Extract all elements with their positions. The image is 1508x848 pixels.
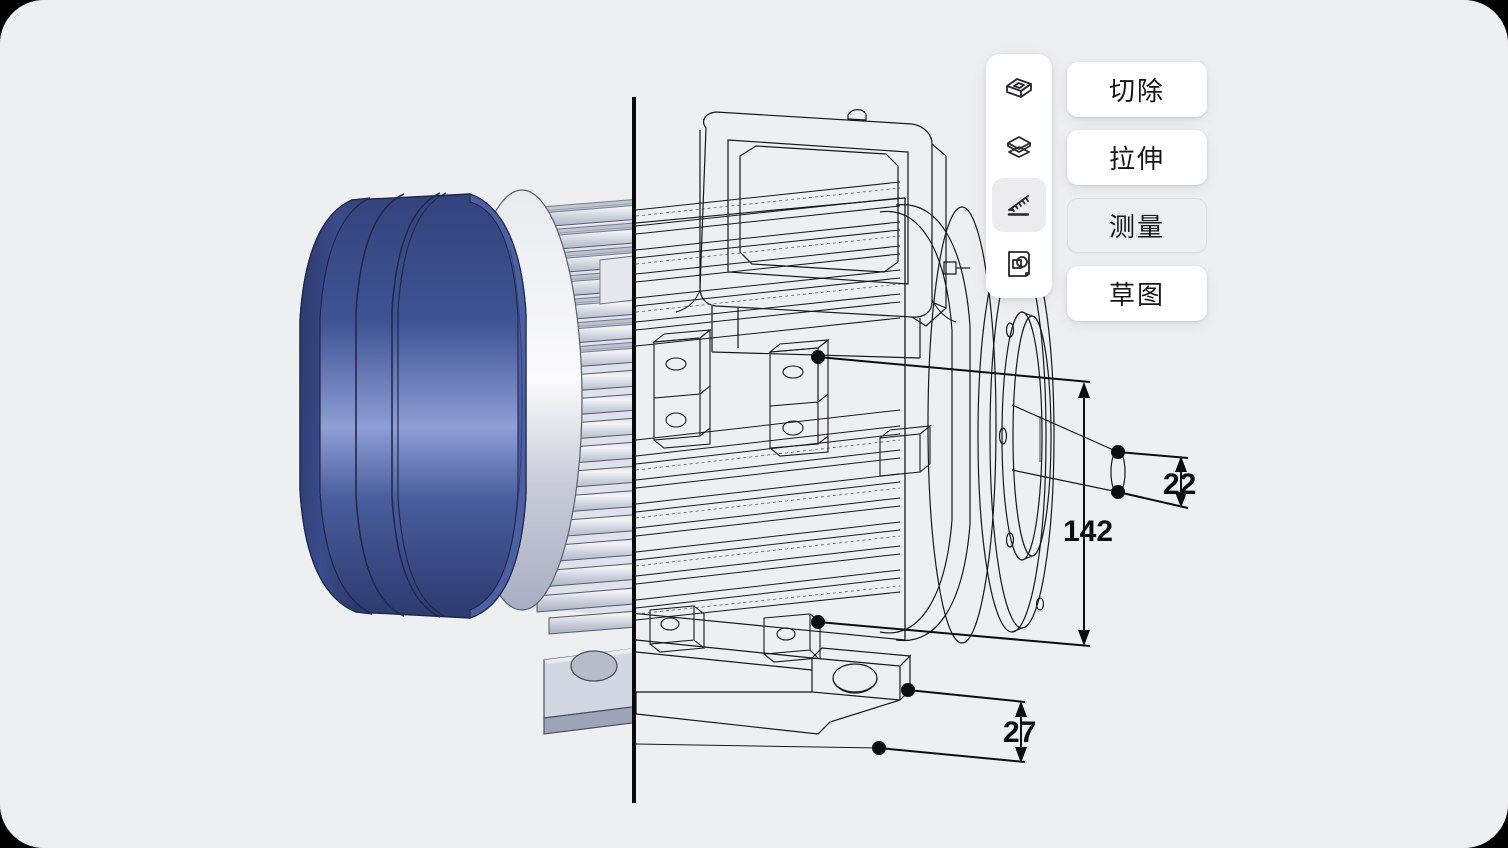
mounting-foot-wireframe — [635, 639, 912, 735]
measure-point — [872, 741, 886, 755]
measure-point — [901, 683, 915, 697]
dimension-label-142: 142 — [1063, 515, 1114, 548]
dimension-27 — [872, 683, 1027, 763]
tool-button-measure[interactable] — [992, 178, 1046, 233]
tool-button-sketch[interactable] — [992, 237, 1046, 291]
lug-upper-right — [768, 338, 830, 457]
sketch-icon — [1004, 249, 1034, 279]
tool-button-extrude[interactable] — [992, 120, 1046, 174]
tool-button-cut[interactable] — [992, 61, 1046, 115]
measure-point — [811, 350, 825, 364]
lug-upper-left — [652, 328, 712, 449]
dimension-22 — [1111, 445, 1189, 509]
dimension-label-22: 22 — [1163, 468, 1197, 501]
measure-icon — [1004, 190, 1034, 220]
motor-shaded-half — [299, 189, 634, 735]
cut-icon — [1004, 73, 1034, 103]
dimension-142 — [811, 350, 1091, 647]
command-button-list: 切除 拉伸 测量 草图 — [1067, 62, 1207, 321]
command-button-cut[interactable]: 切除 — [1067, 62, 1207, 117]
measure-point — [1111, 445, 1125, 459]
command-label-extrude: 拉伸 — [1108, 144, 1165, 174]
command-button-sketch[interactable]: 草图 — [1067, 266, 1207, 321]
terminal-box-shaded-sliver — [599, 255, 634, 305]
command-label-cut: 切除 — [1108, 76, 1165, 106]
tool-icon-rail — [986, 54, 1052, 298]
lug-lower-left — [649, 605, 706, 653]
fan-cover — [299, 192, 527, 619]
mounting-foot-shaded — [543, 648, 634, 735]
command-label-measure: 测量 — [1108, 212, 1165, 242]
measure-point — [811, 615, 825, 629]
housing-boss — [879, 424, 932, 477]
measure-point — [1111, 485, 1125, 499]
terminal-box — [699, 109, 970, 359]
output-shaft — [1011, 404, 1126, 495]
dimension-label-27: 27 — [1003, 716, 1037, 749]
extrude-icon — [1004, 132, 1034, 162]
command-button-measure[interactable]: 测量 — [1067, 198, 1207, 253]
drive-end-bell — [879, 204, 997, 644]
command-button-extrude[interactable]: 拉伸 — [1067, 130, 1207, 185]
command-label-sketch: 草图 — [1108, 280, 1165, 310]
